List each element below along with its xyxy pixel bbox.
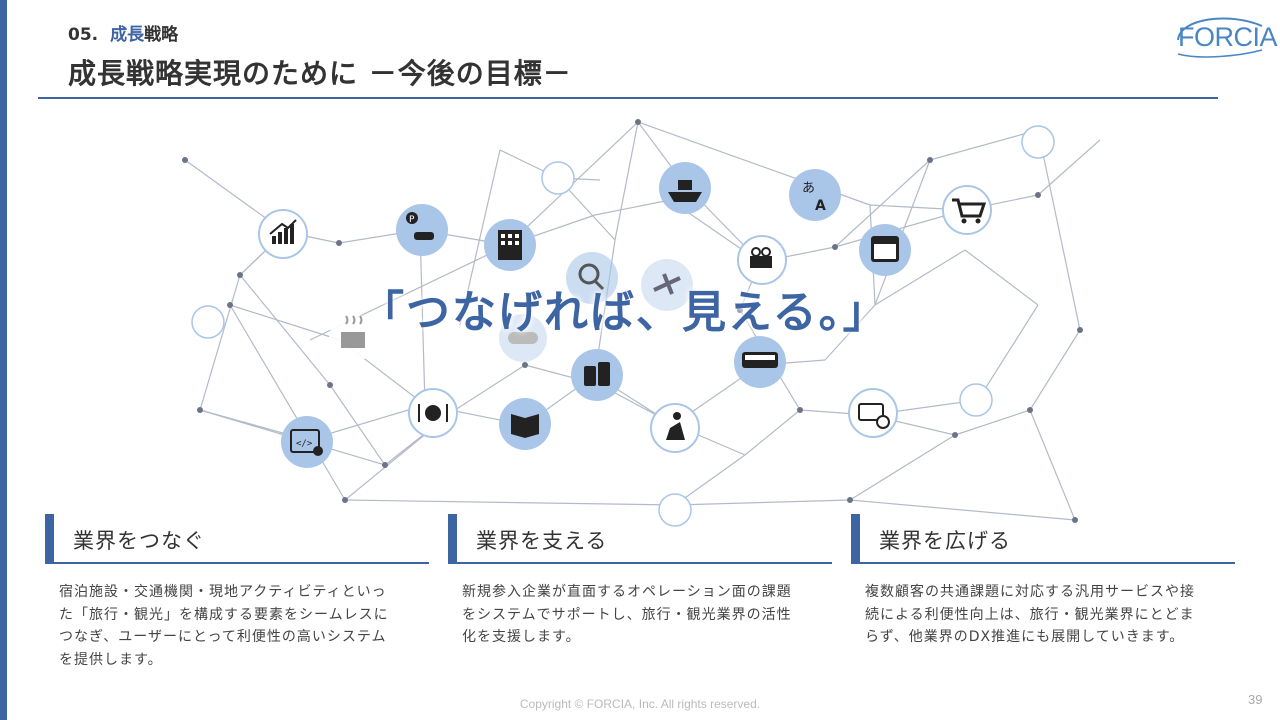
- body-line: つなぎ、ユーザーにとって利便性の高いシステム: [59, 629, 387, 645]
- column-body: 新規参入企業が直面するオペレーション面の課題 をシステムでサポートし、旅行・観光…: [448, 581, 832, 649]
- column-support: 業界を支える 新規参入企業が直面するオペレーション面の課題 をシステムでサポート…: [448, 514, 832, 649]
- column-heading: 業界を支える: [476, 529, 608, 553]
- chart-icon: [258, 209, 308, 259]
- body-line: をシステムでサポートし、旅行・観光業界の活性: [462, 606, 792, 623]
- forcia-logo: FORCIA: [1170, 10, 1278, 58]
- web-settings-icon: </>: [281, 416, 333, 468]
- bus-icon: [734, 336, 786, 388]
- column-header: 業界を支える: [448, 514, 832, 564]
- column-header: 業界をつなぐ: [45, 514, 429, 564]
- luggage-icon: [571, 349, 623, 401]
- ship-icon: [659, 162, 711, 214]
- left-accent-bar: [0, 0, 7, 720]
- section-label: 05. 成長戦略: [68, 20, 178, 45]
- section-number: 05.: [68, 25, 99, 45]
- translate-icon: あ A: [789, 169, 841, 221]
- svg-text:</>: </>: [296, 439, 313, 449]
- body-line: 複数顧客の共通課題に対応する汎用サービスや接: [865, 584, 1195, 600]
- body-line: 宿泊施設・交通機関・現地アクティビティといっ: [59, 584, 387, 600]
- calendar-icon: [859, 224, 911, 276]
- network-illustration: P あ A: [182, 119, 1100, 527]
- parking-icon: P: [396, 204, 448, 256]
- search-icon: [566, 252, 618, 304]
- cassette-icon: [737, 235, 787, 285]
- column-divider: [448, 562, 832, 564]
- empty-node-circles: [191, 125, 1055, 527]
- page-number: 39: [1248, 692, 1263, 707]
- book-icon: [499, 398, 551, 450]
- section-accent: 成長: [110, 25, 145, 45]
- logo-text: FORCIA: [1178, 22, 1278, 52]
- column-divider: [45, 562, 429, 564]
- title-divider: [38, 97, 1218, 99]
- page-title: 成長戦略実現のために －今後の目標－: [68, 57, 572, 90]
- hiker-icon: [650, 403, 700, 453]
- column-connect: 業界をつなぐ 宿泊施設・交通機関・現地アクティビティといっ た「旅行・観光」を構…: [45, 514, 429, 671]
- dining-icon: [408, 388, 458, 438]
- svg-text:A: A: [815, 198, 826, 214]
- building-icon: [484, 219, 536, 271]
- tagline: 「つなげれば、見える。」: [360, 287, 889, 338]
- svg-text:P: P: [409, 215, 415, 225]
- body-line: を提供します。: [59, 651, 163, 668]
- cart-icon: [942, 185, 992, 235]
- column-divider: [851, 562, 1235, 564]
- body-line: 新規参入企業が直面するオペレーション面の課題: [462, 584, 792, 600]
- column-body: 複数顧客の共通課題に対応する汎用サービスや接 続による利便性向上は、旅行・観光業…: [851, 581, 1235, 649]
- logo-swoosh-icon: [1177, 17, 1263, 58]
- coupon-icon: [848, 388, 898, 438]
- column-marker: [448, 514, 457, 564]
- column-body: 宿泊施設・交通機関・現地アクティビティといっ た「旅行・観光」を構成する要素をシ…: [45, 581, 429, 671]
- airplane-icon: [641, 259, 693, 311]
- column-marker: [45, 514, 54, 564]
- section-rest: 戦略: [144, 25, 179, 45]
- column-header: 業界を広げる: [851, 514, 1235, 564]
- body-line: 化を支援します。: [462, 629, 581, 645]
- body-line: らず、他業界のDX推進にも展開していきます。: [865, 629, 1185, 645]
- column-marker: [851, 514, 860, 564]
- svg-text:あ: あ: [802, 181, 815, 196]
- train-icon: [499, 314, 547, 362]
- hot-spring-icon: [329, 314, 377, 362]
- copyright: Copyright © FORCIA, Inc. All rights rese…: [519, 697, 761, 711]
- body-line: た「旅行・観光」を構成する要素をシームレスに: [59, 606, 389, 623]
- column-heading: 業界を広げる: [879, 529, 1011, 553]
- column-expand: 業界を広げる 複数顧客の共通課題に対応する汎用サービスや接 続による利便性向上は…: [851, 514, 1235, 649]
- column-heading: 業界をつなぐ: [73, 529, 205, 553]
- body-line: 続による利便性向上は、旅行・観光業界にとどま: [865, 606, 1195, 623]
